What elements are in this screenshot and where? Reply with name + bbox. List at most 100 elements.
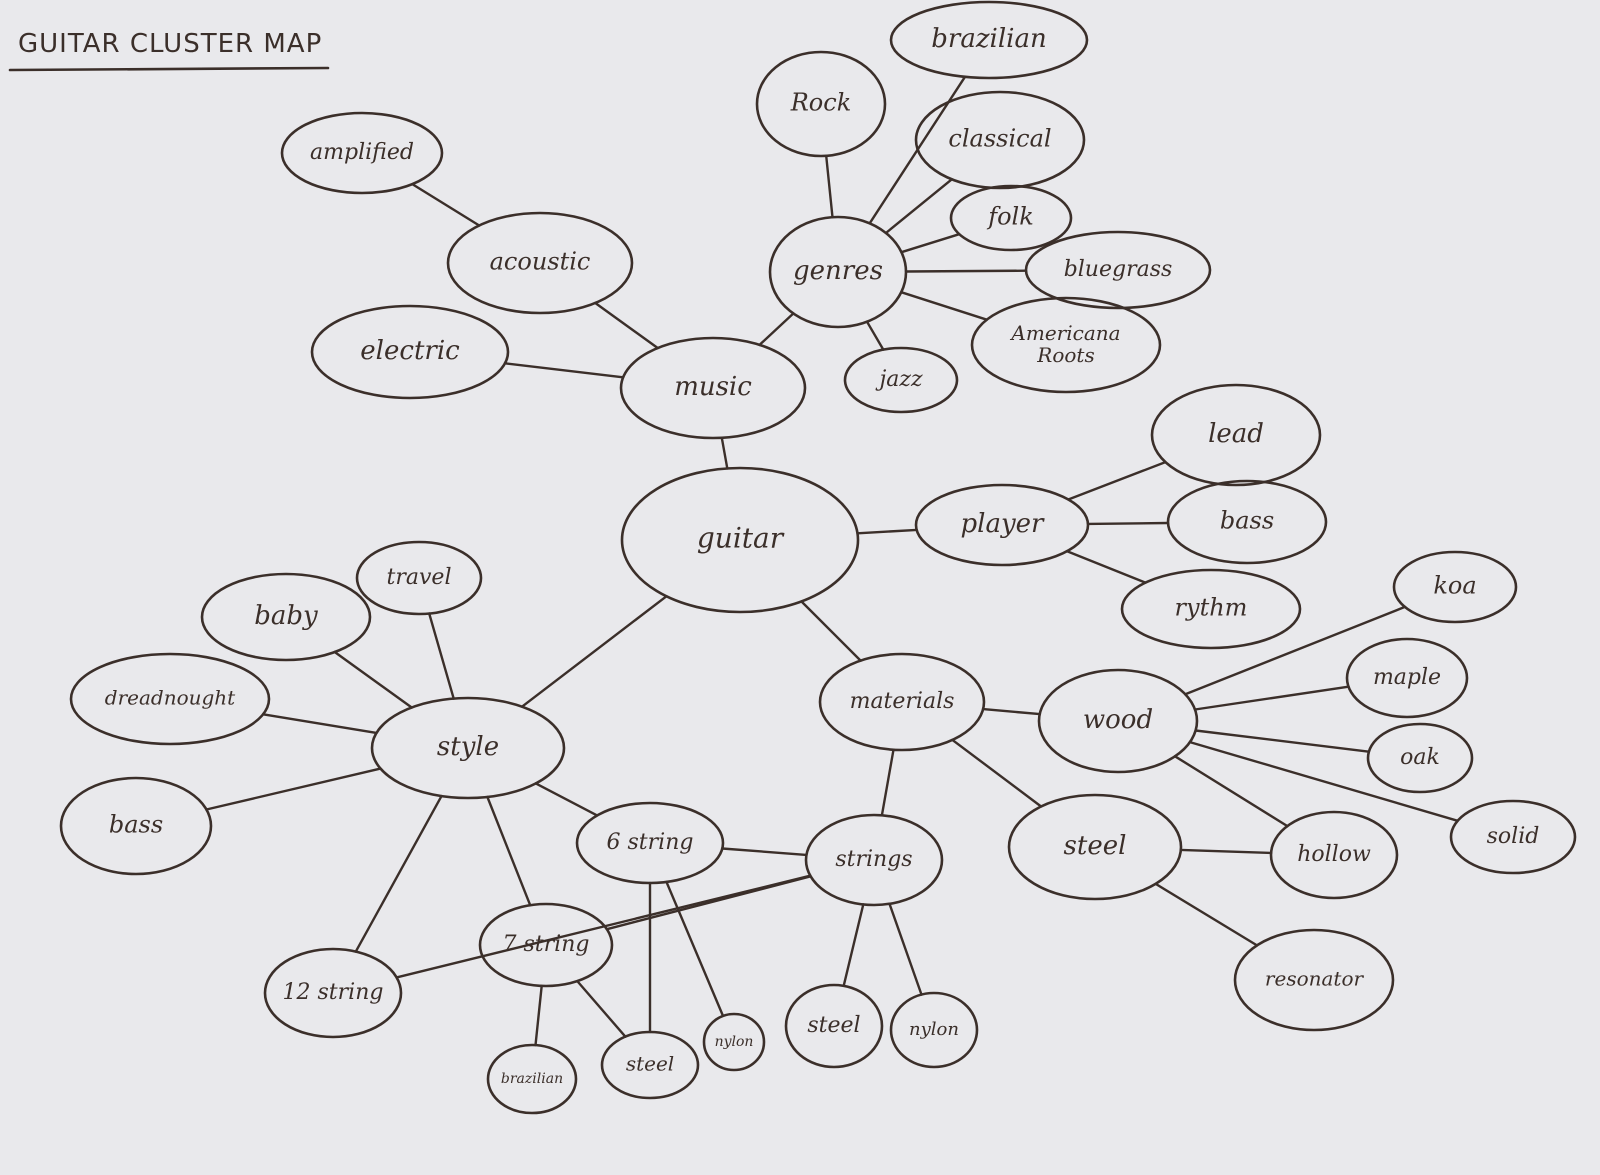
- node-label-brazilian-genre: brazilian: [931, 24, 1046, 54]
- edge-materials-to-strings: [880, 748, 895, 817]
- node-bass-player: bass: [1166, 479, 1328, 565]
- node-label-brazilian-wood: brazilian: [501, 1071, 563, 1087]
- node-label-maple: maple: [1373, 665, 1441, 690]
- node-baby: baby: [200, 572, 372, 662]
- node-wood: wood: [1037, 668, 1199, 774]
- node-nylon-a: nylon: [702, 1012, 766, 1072]
- node-label-rock: Rock: [790, 89, 852, 117]
- edge-wood-to-koa: [1184, 605, 1407, 696]
- node-label-steel-b: steel: [807, 1013, 860, 1038]
- node-label-resonator: resonator: [1265, 967, 1365, 991]
- node-outline-style: [370, 696, 566, 800]
- node-guitar: guitar: [620, 466, 860, 614]
- edge-genres-to-folk: [900, 232, 961, 254]
- node-label-wood: wood: [1083, 705, 1153, 735]
- node-resonator: resonator: [1233, 928, 1395, 1032]
- node-outline-classical: [914, 90, 1086, 190]
- node-acoustic: acoustic: [446, 211, 634, 315]
- node-label-lead: lead: [1208, 419, 1264, 449]
- node-outline-bluegrass: [1024, 230, 1212, 310]
- node-outline-jazz: [843, 346, 959, 414]
- node-folk: folk: [949, 184, 1073, 252]
- edge-music-to-acoustic: [594, 301, 659, 350]
- edge-genres-to-rock: [825, 154, 834, 219]
- edge-7string-to-strings: [605, 875, 812, 931]
- edge-style-to-travel: [428, 612, 455, 700]
- map-title: GUITAR CLUSTER MAP: [18, 29, 322, 59]
- node-outline-12string: [263, 947, 403, 1039]
- node-outline-bass-style: [59, 776, 213, 876]
- edge-music-to-electric: [503, 362, 625, 379]
- node-label-dreadnought: dreadnought: [105, 686, 236, 710]
- edge-wood-to-solid: [1188, 740, 1459, 822]
- node-outline-materials: [818, 652, 986, 752]
- node-lead: lead: [1150, 383, 1322, 487]
- node-outline-koa: [1392, 550, 1518, 624]
- edge-style-to-bass-style: [205, 767, 382, 811]
- node-label-style: style: [437, 732, 499, 762]
- node-label-materials: materials: [850, 689, 955, 714]
- node-6string: 6 string: [575, 801, 725, 885]
- node-outline-nylon-b: [889, 991, 979, 1069]
- edge-materials-to-steel-mat: [951, 738, 1043, 808]
- node-jazz: jazz: [843, 346, 959, 414]
- node-koa: koa: [1392, 550, 1518, 624]
- edge-style-to-baby: [333, 650, 413, 709]
- edge-acoustic-to-amplified: [411, 182, 481, 227]
- edge-steel-mat-to-resonator: [1154, 882, 1259, 947]
- edge-guitar-to-materials: [800, 600, 862, 662]
- node-outline-steel-mat: [1007, 793, 1183, 901]
- edge-player-to-lead: [1067, 460, 1167, 501]
- node-outline-guitar: [620, 466, 860, 614]
- node-bass-style: bass: [59, 776, 213, 876]
- node-label-amplified: amplified: [310, 140, 414, 165]
- node-label-bass-player: bass: [1220, 507, 1274, 535]
- node-bluegrass: bluegrass: [1024, 230, 1212, 310]
- node-outline-folk: [949, 184, 1073, 252]
- node-outline-baby: [200, 572, 372, 662]
- edge-6string-to-nylon-a: [665, 880, 725, 1018]
- node-rock: Rock: [755, 50, 887, 158]
- node-label-oak: oak: [1400, 745, 1440, 770]
- node-outline-rythm: [1120, 568, 1302, 650]
- node-materials: materials: [818, 652, 986, 752]
- node-steel-a: steel: [600, 1030, 700, 1100]
- node-label-koa: koa: [1433, 572, 1476, 600]
- node-oak: oak: [1366, 722, 1474, 794]
- node-outline-bass-player: [1166, 479, 1328, 565]
- node-label-acoustic: acoustic: [490, 248, 591, 276]
- node-outline-dreadnought: [69, 652, 271, 746]
- node-label-jazz: jazz: [874, 367, 923, 392]
- node-label-folk: folk: [986, 203, 1034, 231]
- node-outline-steel-a: [600, 1030, 700, 1100]
- node-outline-americana: [970, 296, 1162, 394]
- edge-player-to-bass-player: [1086, 521, 1170, 526]
- node-music: music: [619, 336, 807, 440]
- node-brazilian-genre: brazilian: [889, 0, 1089, 80]
- node-12string: 12 string: [263, 947, 403, 1039]
- edge-7string-to-steel-a: [576, 979, 627, 1038]
- node-outline-music: [619, 336, 807, 440]
- node-label-6string: 6 string: [607, 830, 694, 855]
- node-outline-wood: [1037, 668, 1199, 774]
- node-label-player: player: [961, 509, 1046, 539]
- node-strings: strings: [804, 813, 944, 907]
- edge-style-to-dreadnought: [261, 713, 378, 735]
- edge-materials-to-wood: [981, 707, 1041, 716]
- node-label-nylon-a: nylon: [715, 1034, 754, 1050]
- node-outline-strings: [804, 813, 944, 907]
- edge-guitar-to-style: [520, 595, 668, 708]
- edge-style-to-7string: [486, 795, 532, 907]
- node-amplified: amplified: [280, 111, 444, 195]
- edge-steel-mat-to-hollow: [1179, 848, 1273, 855]
- edge-music-to-genres: [758, 312, 795, 347]
- node-label-strings: strings: [835, 847, 912, 872]
- node-solid: solid: [1449, 799, 1577, 875]
- node-genres: genres: [768, 215, 908, 329]
- node-outline-player: [914, 483, 1090, 567]
- node-travel: travel: [355, 540, 483, 616]
- edge-player-to-rythm: [1065, 550, 1147, 584]
- node-outline-rock: [755, 50, 887, 158]
- node-label-7string: 7 string: [503, 932, 590, 957]
